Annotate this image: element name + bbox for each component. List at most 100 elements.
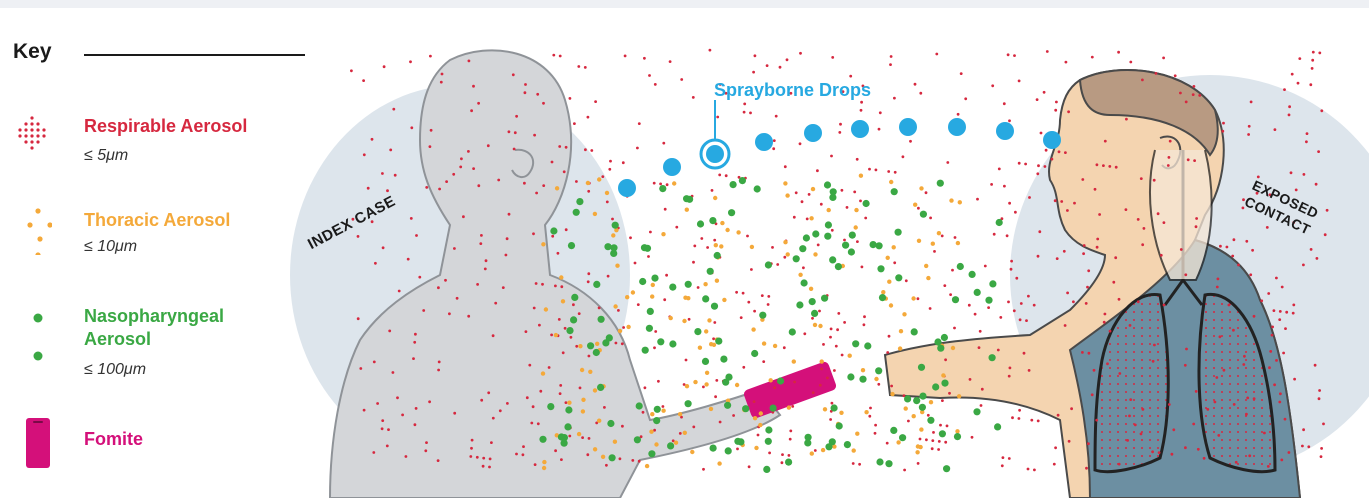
thoracic-aerosol-dot [783, 240, 787, 244]
thoracic-aerosol-dot [567, 401, 571, 405]
nasopharyngeal-aerosol-dot [571, 294, 578, 301]
respirable-aerosol-dot [485, 259, 488, 262]
respirable-aerosol-dot [1235, 461, 1238, 464]
sprayborne-drops-label: Sprayborne Drops [714, 80, 871, 101]
respirable-aerosol-dot [1153, 179, 1156, 182]
respirable-aerosol-dot [858, 463, 861, 466]
nasopharyngeal-aerosol-dot [654, 406, 661, 413]
thoracic-aerosol-dot [911, 296, 915, 300]
thoracic-aerosol-dot [544, 307, 548, 311]
respirable-aerosol-dot [508, 130, 511, 133]
respirable-aerosol-dot [609, 160, 612, 163]
respirable-aerosol-dot [772, 147, 775, 150]
respirable-aerosol-dot [648, 74, 651, 77]
respirable-aerosol-dot [1317, 150, 1320, 153]
respirable-aerosol-dot [793, 381, 796, 384]
respirable-aerosol-dot [1197, 448, 1200, 451]
thoracic-aerosol-dot [626, 325, 630, 329]
nasopharyngeal-aerosol-dot [805, 434, 812, 441]
nasopharyngeal-aerosol-dot [763, 466, 770, 473]
respirable-aerosol-dot [1008, 202, 1011, 205]
respirable-aerosol-dot [357, 317, 360, 320]
respirable-aerosol-dot [819, 384, 822, 387]
green-dot-pair-icon [12, 305, 52, 375]
respirable-aerosol-dot [1292, 312, 1295, 315]
sprayborne-drop [755, 133, 773, 151]
nasopharyngeal-aerosol-dot [604, 243, 611, 250]
respirable-aerosol-dot [482, 457, 485, 460]
respirable-aerosol-dot [748, 465, 751, 468]
respirable-aerosol-dot [974, 313, 977, 316]
thoracic-aerosol-dot [613, 304, 617, 308]
nasopharyngeal-aerosol-dot [918, 364, 925, 371]
respirable-aerosol-dot [802, 266, 805, 269]
thoracic-aerosol-dot [593, 212, 597, 216]
respirable-aerosol-dot [740, 316, 743, 319]
respirable-aerosol-dot [647, 255, 650, 258]
respirable-aerosol-dot [573, 122, 576, 125]
respirable-aerosol-dot [438, 361, 441, 364]
nasopharyngeal-aerosol-dot [809, 298, 816, 305]
respirable-aerosol-dot [1081, 351, 1084, 354]
respirable-aerosol-dot [791, 405, 794, 408]
respirable-aerosol-dot [1054, 199, 1057, 202]
respirable-aerosol-dot [1214, 401, 1217, 404]
nasopharyngeal-aerosol-dot [765, 426, 772, 433]
respirable-aerosol-dot [1081, 178, 1084, 181]
respirable-aerosol-dot [554, 285, 557, 288]
respirable-aerosol-dot [572, 303, 575, 306]
respirable-aerosol-dot [944, 358, 947, 361]
nasopharyngeal-aerosol-dot [547, 403, 554, 410]
legend-label-fomite: Fomite [84, 428, 143, 451]
respirable-aerosol-dot [587, 116, 590, 119]
respirable-aerosol-dot [424, 449, 427, 452]
respirable-aerosol-dot [525, 330, 528, 333]
thoracic-aerosol-dot [785, 193, 789, 197]
respirable-aerosol-dot [820, 203, 823, 206]
respirable-aerosol-dot [1184, 273, 1187, 276]
respirable-aerosol-dot [679, 432, 682, 435]
nasopharyngeal-aerosol-dot [709, 217, 716, 224]
thoracic-aerosol-dot [811, 187, 815, 191]
respirable-aerosol-dot [476, 283, 479, 286]
respirable-aerosol-dot [558, 318, 561, 321]
legend-size-nasopharyngeal: ≤ 100μm [84, 361, 146, 379]
respirable-aerosol-dot [773, 139, 776, 142]
respirable-aerosol-dot [1206, 408, 1209, 411]
respirable-aerosol-dot [784, 165, 787, 168]
respirable-aerosol-dot [453, 247, 456, 250]
respirable-aerosol-dot [1263, 432, 1266, 435]
thoracic-aerosol-dot [892, 245, 896, 249]
nasopharyngeal-aerosol-dot [742, 405, 749, 412]
respirable-aerosol-dot [1305, 140, 1308, 143]
respirable-aerosol-dot [1316, 257, 1319, 260]
respirable-aerosol-dot [1153, 344, 1156, 347]
respirable-aerosol-dot [1198, 94, 1201, 97]
sprayborne-drop [1043, 131, 1061, 149]
nasopharyngeal-aerosol-dot [824, 181, 831, 188]
respirable-aerosol-dot [752, 71, 755, 74]
respirable-aerosol-dot [1243, 355, 1246, 358]
respirable-aerosol-dot [1195, 225, 1198, 228]
respirable-aerosol-dot [799, 142, 802, 145]
thoracic-aerosol-dot [580, 368, 584, 372]
respirable-aerosol-dot [1246, 397, 1249, 400]
respirable-aerosol-dot [1108, 165, 1111, 168]
respirable-aerosol-dot [946, 425, 949, 428]
respirable-aerosol-dot [1215, 376, 1218, 379]
respirable-aerosol-dot [1125, 118, 1128, 121]
respirable-aerosol-dot [688, 318, 691, 321]
respirable-aerosol-dot [860, 109, 863, 112]
thoracic-aerosol-dot [593, 447, 597, 451]
nasopharyngeal-aerosol-dot [864, 342, 871, 349]
respirable-aerosol-dot [919, 438, 922, 441]
respirable-aerosol-dot [968, 304, 971, 307]
respirable-aerosol-dot [914, 83, 917, 86]
respirable-aerosol-dot [766, 64, 769, 67]
respirable-aerosol-dot [1310, 248, 1313, 251]
respirable-aerosol-dot [808, 193, 811, 196]
respirable-aerosol-dot [638, 460, 641, 463]
thoracic-aerosol-dot [578, 344, 582, 348]
respirable-aerosol-dot [1232, 329, 1235, 332]
respirable-aerosol-dot [429, 55, 432, 58]
